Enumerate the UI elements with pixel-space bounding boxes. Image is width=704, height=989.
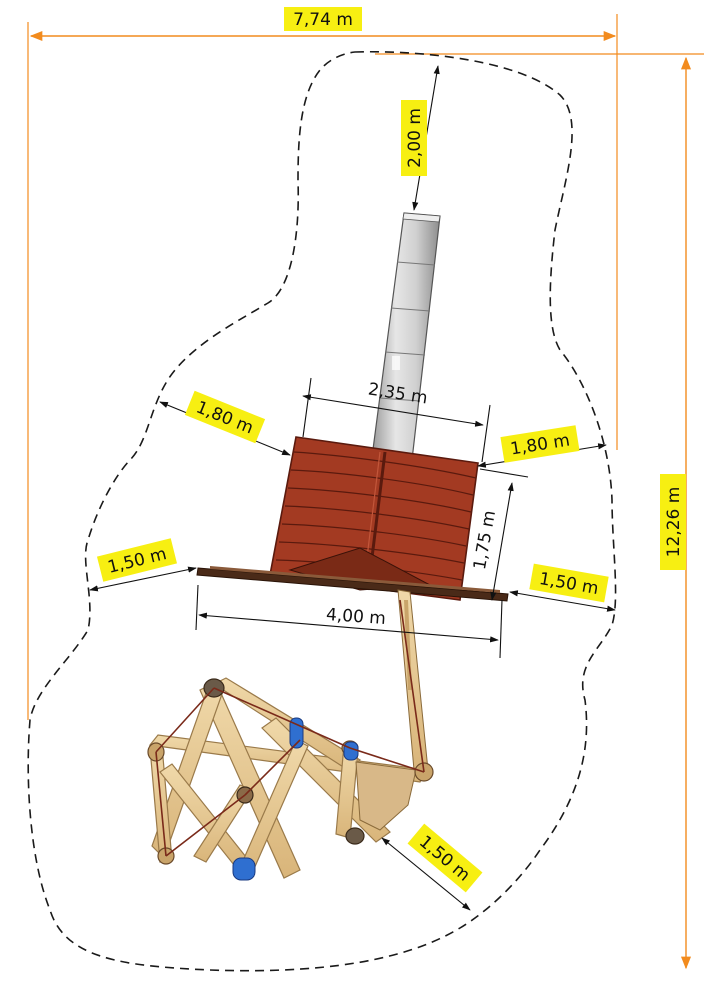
label-overall-height: 12,26 m xyxy=(660,474,686,570)
crossbeam xyxy=(196,566,509,602)
timber-climbing-frame xyxy=(147,677,434,879)
label-beam-right-clearance: 1,50 m xyxy=(529,563,609,603)
label-platform-left-clearance: 1,80 m xyxy=(184,390,266,444)
svg-text:7,74 m: 7,74 m xyxy=(293,10,353,30)
label-overall-width: 7,74 m xyxy=(284,7,362,31)
svg-text:12,26 m: 12,26 m xyxy=(664,487,684,558)
svg-text:1,75 m: 1,75 m xyxy=(470,509,500,571)
label-slide-exit: 2,00 m xyxy=(401,100,427,176)
label-beam-length: 4,00 m xyxy=(325,605,386,629)
svg-text:2,00 m: 2,00 m xyxy=(405,108,425,168)
label-beam-left-clearance: 1,50 m xyxy=(96,538,178,582)
label-platform-depth: 1,75 m xyxy=(470,509,500,571)
slide xyxy=(371,212,441,461)
safety-zone-outline xyxy=(27,50,617,972)
ropes xyxy=(155,599,425,857)
svg-text:4,00 m: 4,00 m xyxy=(325,605,386,629)
label-frame-clearance: 1,50 m xyxy=(407,823,483,893)
label-platform-right-clearance: 1,80 m xyxy=(500,425,580,463)
